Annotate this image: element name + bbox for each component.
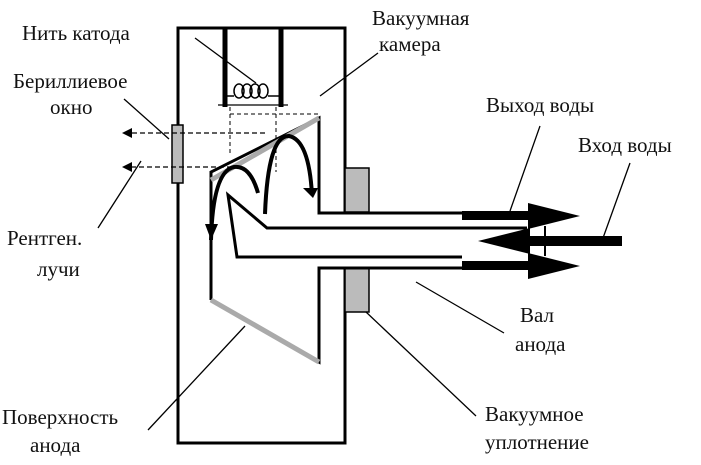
xray-beam-arrows xyxy=(122,128,265,172)
label-xrays-2: лучи xyxy=(37,257,80,281)
vacuum-seal-top xyxy=(344,167,370,213)
electron-arrowhead-right xyxy=(303,188,318,198)
cathode-filament-coil xyxy=(227,83,279,99)
beryllium-window xyxy=(171,124,184,184)
water-in-pipe xyxy=(478,226,622,256)
label-vacuum-chamber-1: Вакуумная xyxy=(372,6,470,30)
label-beryllium-window-1: Бериллиевое xyxy=(13,69,128,93)
label-water-out: Выход воды xyxy=(486,93,594,117)
vacuum-chamber-outline xyxy=(176,26,347,445)
label-water-in: Вход воды xyxy=(578,133,672,157)
label-xrays-1: Рентген. xyxy=(7,226,82,250)
anode-surface-bottom xyxy=(209,297,321,365)
label-vacuum-seal-2: уплотнение xyxy=(485,430,589,454)
label-anode-surface-2: анода xyxy=(30,433,81,457)
anode-shaft-bar-bottom xyxy=(462,261,540,270)
electron-arrowhead-left xyxy=(205,224,218,240)
label-beryllium-window-2: окно xyxy=(50,95,92,119)
vacuum-seal-bottom xyxy=(344,267,370,313)
label-anode-shaft-2: анода xyxy=(515,332,566,356)
label-vacuum-seal-1: Вакуумное xyxy=(485,402,584,426)
label-anode-surface-1: Поверхность xyxy=(2,405,118,429)
label-cathode-filament: Нить катода xyxy=(22,21,131,45)
anode-water-channel xyxy=(225,191,527,259)
label-vacuum-chamber-2: камера xyxy=(379,32,441,56)
anode-outer-body xyxy=(209,115,462,365)
water-out-arrows xyxy=(528,203,580,279)
anode-shaft-bar-top xyxy=(462,211,540,220)
electron-path-arrows xyxy=(209,134,314,241)
leader-lines xyxy=(97,37,631,431)
electron-beam-guides xyxy=(229,107,320,172)
label-anode-shaft-1: Вал xyxy=(520,303,554,327)
cathode-assembly xyxy=(218,28,288,107)
